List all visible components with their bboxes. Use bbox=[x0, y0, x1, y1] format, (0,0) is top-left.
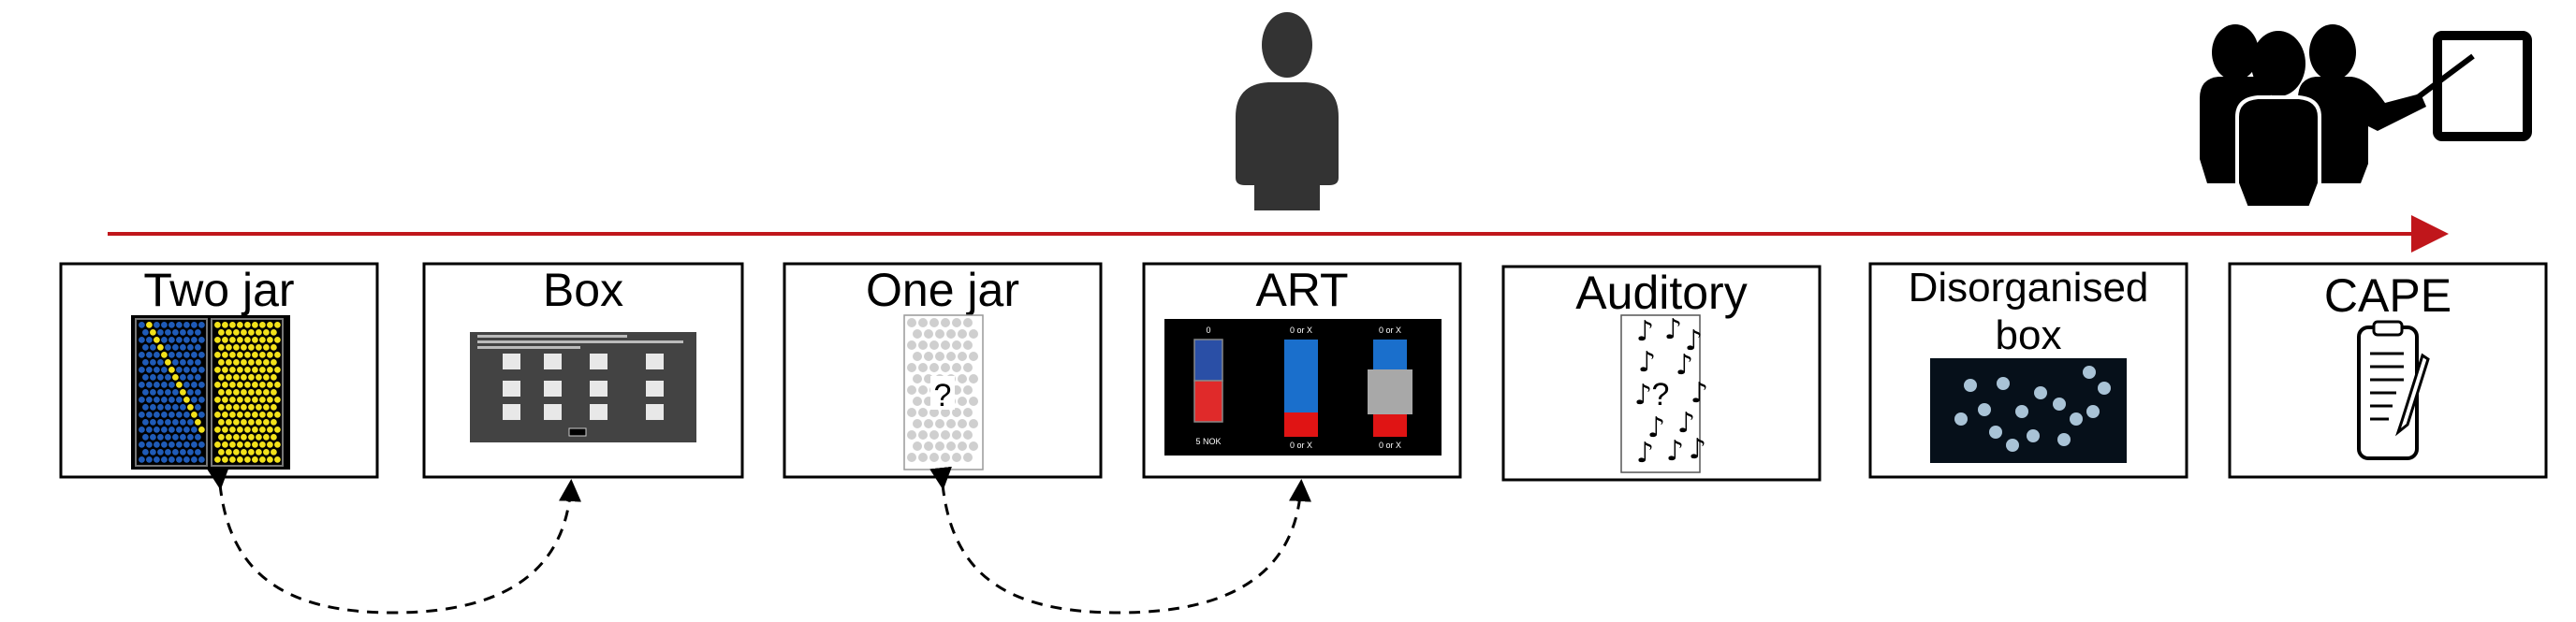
music-note-icon: ♪ bbox=[1647, 412, 1665, 444]
music-note-icon: ♪ bbox=[1666, 435, 1684, 468]
art-bar2-top-label: 0 or X bbox=[1290, 325, 1312, 335]
step-one-jar: One jar ? bbox=[783, 262, 1103, 479]
clipboard-icon bbox=[2357, 320, 2430, 460]
music-note-icon: ♪ bbox=[1634, 379, 1652, 412]
pair-arrow-two-jar-box bbox=[207, 466, 581, 615]
music-note-icon: ♪ bbox=[1685, 325, 1703, 357]
unknown-mark: ? bbox=[1652, 377, 1670, 412]
step-label: CAPE bbox=[2324, 269, 2452, 322]
music-note-icon: ♪ bbox=[1676, 349, 1693, 382]
step-box: Box bbox=[422, 262, 744, 479]
step-disorganised-box: Disorganised box bbox=[1868, 262, 2188, 479]
auditory-jar-image: ♪♪♪♪♪♪♪♪♪♪♪♪ ? bbox=[1620, 313, 1708, 473]
art-bar3-top-label: 0 or X bbox=[1379, 325, 1401, 335]
step-label: Auditory bbox=[1575, 267, 1747, 319]
step-art: ART 0 5 NOK 0 or X 0 or X 0 or X 0 or X bbox=[1142, 262, 1462, 479]
step-cape: CAPE bbox=[2228, 262, 2548, 479]
art-bar1-bottom-label: 5 NOK bbox=[1195, 437, 1221, 446]
music-note-icon: ♪ bbox=[1636, 437, 1654, 470]
art-task-image: 0 5 NOK 0 or X 0 or X 0 or X 0 or X bbox=[1164, 319, 1442, 456]
pair-arrow-one-jar-art bbox=[929, 466, 1311, 615]
step-label: Box bbox=[543, 264, 623, 316]
art-bar1-top-label: 0 bbox=[1206, 325, 1210, 335]
box-task-image bbox=[470, 332, 696, 442]
step-label: Two jar bbox=[143, 264, 294, 316]
music-note-icon: ♪ bbox=[1690, 377, 1708, 410]
step-label: ART bbox=[1255, 264, 1348, 316]
disorganised-box-image bbox=[1930, 358, 2127, 463]
music-note-icons: ♪♪♪♪♪♪♪♪♪♪♪♪ bbox=[1634, 313, 1708, 470]
group-presentation-icon bbox=[2200, 24, 2532, 210]
two-jar-image bbox=[131, 315, 290, 470]
music-note-icon: ♪ bbox=[1677, 407, 1695, 440]
person-icon bbox=[1236, 12, 1339, 210]
step-label-line2: box bbox=[1996, 312, 2062, 358]
step-label: One jar bbox=[866, 264, 1019, 316]
step-label-line1: Disorganised bbox=[1909, 265, 2149, 311]
art-bar2-bottom-label: 0 or X bbox=[1290, 441, 1312, 450]
art-bar3-bottom-label: 0 or X bbox=[1379, 441, 1401, 450]
step-auditory: Auditory ♪♪♪♪♪♪♪♪♪♪♪♪ ? bbox=[1501, 265, 1822, 482]
music-note-icon: ♪ bbox=[1636, 315, 1654, 348]
music-note-icon: ♪ bbox=[1664, 313, 1682, 346]
music-note-icon: ♪ bbox=[1689, 433, 1706, 466]
unknown-mark: ? bbox=[934, 378, 952, 413]
step-two-jar: Two jar bbox=[59, 262, 379, 479]
one-jar-image: ? bbox=[903, 314, 984, 470]
music-note-icon: ♪ bbox=[1638, 346, 1656, 379]
